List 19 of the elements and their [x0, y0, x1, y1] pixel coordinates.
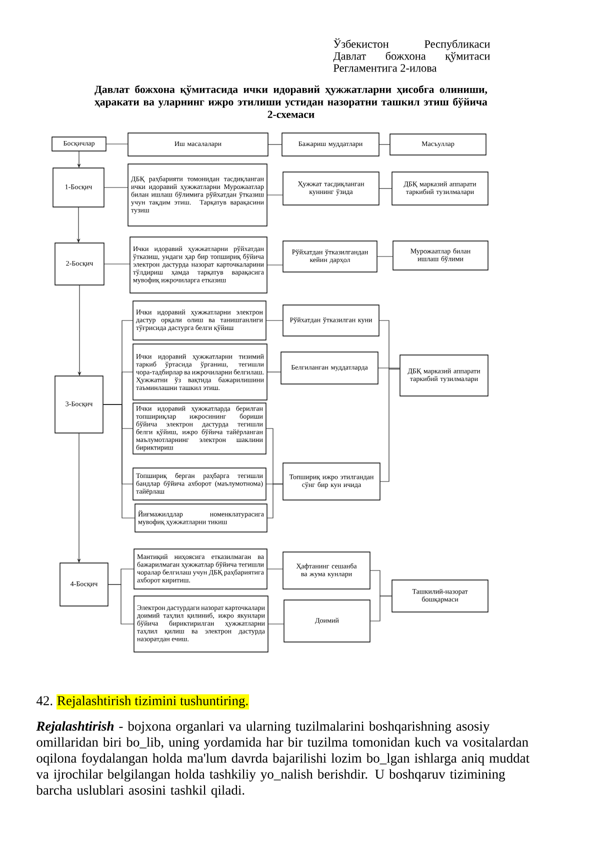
- paragraph: Rejalashtirish - bojxona organlari va ularning tuzilmalarini boshqarishning asosiy omillaridan biri bo_lib, uning yordamida har bir tuzilma tomonidan kuch va vositalardan oqilona foydalangan holda ma'lum davrda bajarilishi lozim bo_lgan ishlarga aniq muddat va ijrochilar belgilangan holda tashkiliy yo_nalish berishdir. U boshqaruv tizimining barcha uslublari asosini tashkil qiladi.: [36, 721, 530, 798]
- connector-line: [266, 194, 284, 196]
- connector-line: [108, 584, 134, 624]
- connector-line: [266, 264, 284, 266]
- header-note: Ўзбекистон Республикаси Давлат божхона қўмитаси Регламентига 2-илова: [333, 38, 490, 72]
- connector-line: [376, 256, 394, 257]
- connector-line: [266, 568, 284, 570]
- connector-line: [378, 144, 390, 145]
- connector-line: [102, 404, 136, 518]
- connector-line: [266, 320, 284, 321]
- connector-line: [380, 368, 400, 482]
- connector-line: [378, 188, 392, 189]
- connector-line: [104, 187, 128, 188]
- question-number: 42.: [36, 696, 52, 706]
- diagram-title: Давлат божхона қўмитасида ички идоравий ҳужжатларни ҳисобга олиниши, ҳаракати ва уларнинг ижро этилиши устидан назоратни ташкил этиш бўйича 2-схемаси: [94, 85, 488, 118]
- highlighted-question: Rejalashtirish tizimini tushuntiring.: [56, 694, 250, 710]
- connector-line: [266, 484, 284, 518]
- connector-line: [268, 144, 282, 145]
- connector-line: [370, 596, 392, 622]
